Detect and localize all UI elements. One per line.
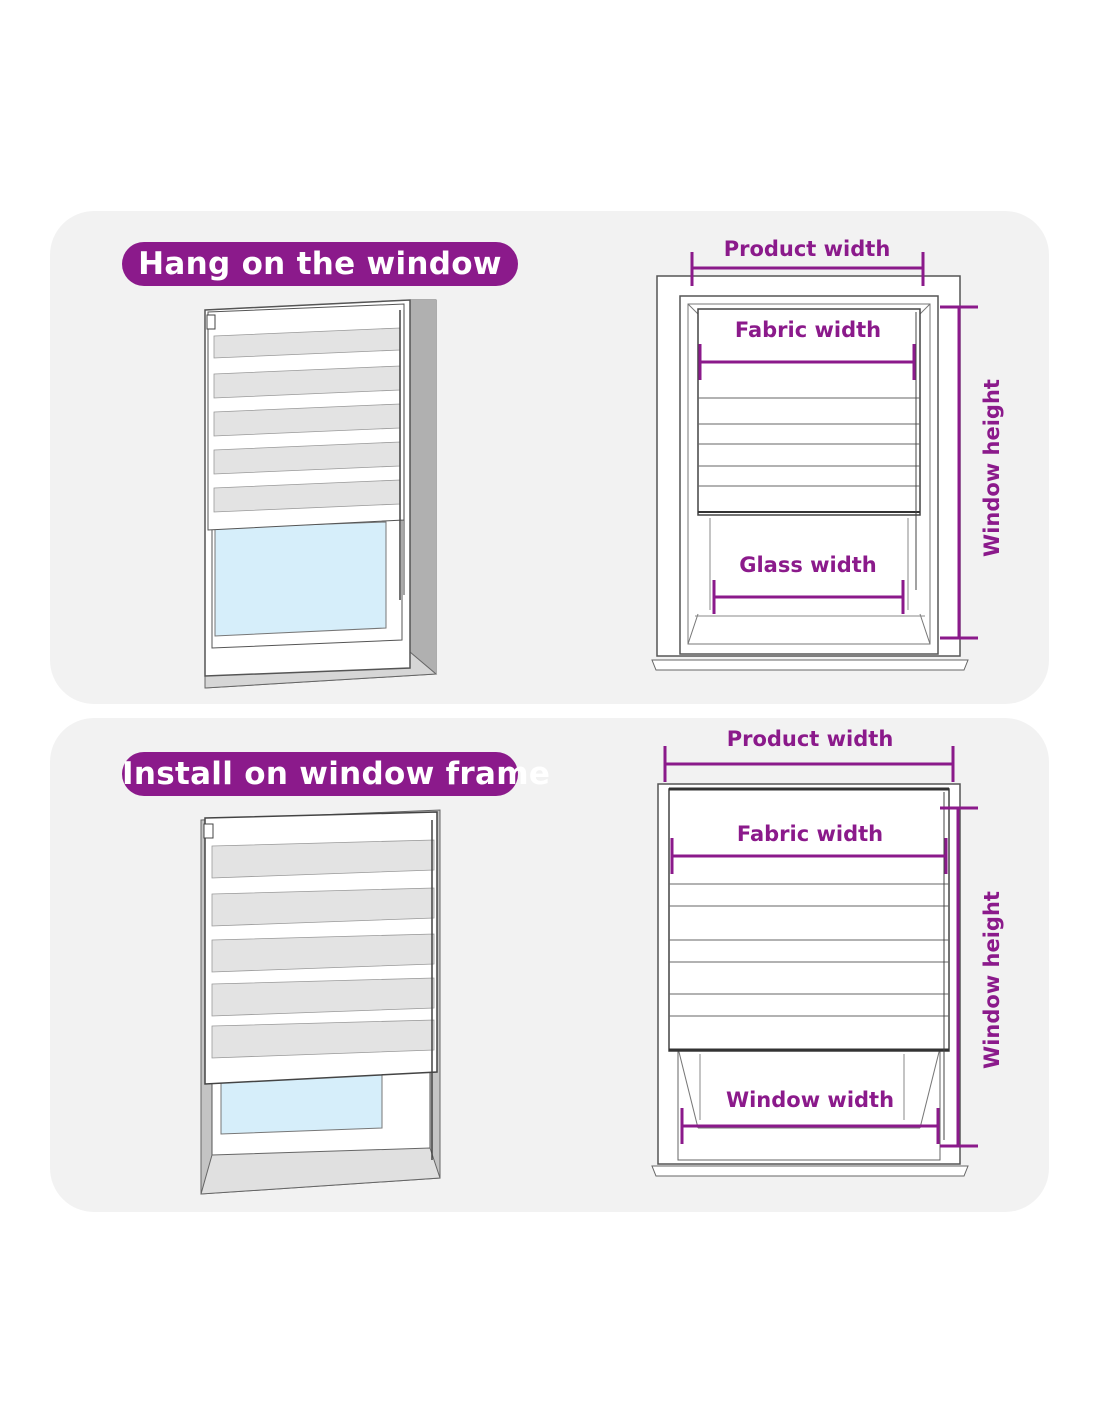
blind-front-view-frame: Product width Fabric width Window width … — [651, 727, 1004, 1177]
window-width-label: Window width — [726, 1088, 894, 1112]
window-height-label: Window height — [980, 891, 1004, 1069]
window-width-dimension — [680, 1108, 940, 1144]
glass-width-dimension — [712, 580, 905, 614]
window-height-dimension — [940, 305, 978, 640]
glass-width-label: Glass width — [739, 553, 877, 577]
blind-illustration-hang — [204, 299, 438, 689]
fabric-width-label: Fabric width — [737, 822, 883, 846]
product-width-dimension — [663, 746, 955, 782]
product-width-label: Product width — [727, 727, 894, 751]
window-height-label: Window height — [980, 379, 1004, 557]
fabric-width-label: Fabric width — [735, 318, 881, 342]
blind-illustration-frame — [200, 809, 441, 1195]
blind-front-view-hang: Product width Fabric width Glass width W… — [651, 237, 1004, 671]
window-height-dimension — [940, 806, 978, 1148]
product-width-label: Product width — [724, 237, 891, 261]
section-title-pill: Hang on the window — [122, 242, 518, 286]
fabric-width-dimension — [670, 838, 948, 874]
product-width-dimension — [690, 252, 925, 286]
section-title-pill: Install on window frame — [122, 752, 550, 796]
fabric-width-dimension — [698, 344, 916, 380]
